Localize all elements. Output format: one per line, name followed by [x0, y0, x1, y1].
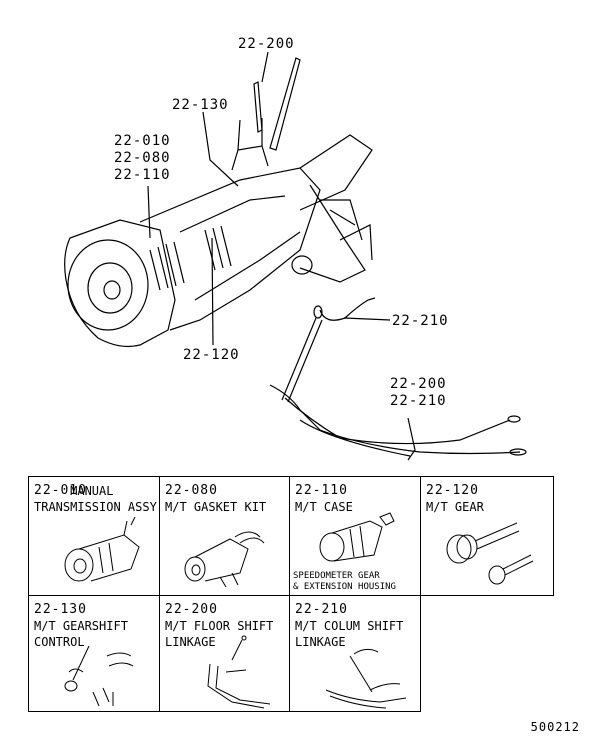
part-group-22-080[interactable]: 22-080 M/T GASKET KIT [159, 476, 290, 596]
callout-22-080: 22-080 [114, 150, 171, 166]
part-group-22-110[interactable]: 22-110 M/T CASE SPEEDOMETER GEAR & EXTEN… [289, 476, 421, 596]
part-group-index: 22-010 MANUAL TRANSMISSION ASSY 22-080 M… [28, 476, 554, 712]
group-code: 22-210 [295, 602, 348, 617]
group-name: MANUAL TRANSMISSION ASSY [34, 484, 157, 514]
part-group-22-120[interactable]: 22-120 M/T GEAR [420, 476, 554, 596]
group-code: 22-200 [165, 602, 218, 617]
transmission-illustration [64, 51, 527, 461]
group-name: M/T COLUM SHIFT LINKAGE [295, 619, 404, 649]
part-group-22-200[interactable]: 22-200 M/T FLOOR SHIFT LINKAGE [159, 595, 290, 712]
group-code: 22-130 [34, 602, 87, 617]
group-name: M/T GEARSHIFT CONTROL [34, 619, 128, 649]
group-code: 22-110 [295, 483, 348, 498]
callout-22-120: 22-120 [183, 347, 240, 363]
callout-22-210-lower: 22-210 [390, 393, 447, 409]
callout-22-010: 22-010 [114, 133, 171, 149]
group-name: M/T FLOOR SHIFT LINKAGE [165, 619, 274, 649]
gear-thumb [446, 522, 534, 585]
case-thumb [319, 512, 395, 562]
gearshift-control-thumb [64, 645, 134, 707]
group-name: M/T GEAR [426, 500, 484, 514]
callout-22-200-top: 22-200 [238, 36, 295, 52]
part-group-22-130[interactable]: 22-130 M/T GEARSHIFT CONTROL [28, 595, 160, 712]
drawing-code: 500212 [530, 720, 580, 734]
group-code: 22-080 [165, 483, 218, 498]
part-group-22-010[interactable]: 22-010 MANUAL TRANSMISSION ASSY [28, 476, 160, 596]
floor-shift-linkage-thumb [207, 635, 271, 709]
callout-22-210-right: 22-210 [392, 313, 449, 329]
group-code: 22-010 [34, 483, 87, 498]
group-name: M/T CASE [295, 500, 353, 514]
group-code: 22-120 [426, 483, 479, 498]
column-shift-linkage-thumb [325, 648, 407, 709]
callout-22-200-right: 22-200 [390, 376, 447, 392]
callout-22-130: 22-130 [172, 97, 229, 113]
gasket-kit-thumb [184, 531, 265, 588]
group-note: SPEEDOMETER GEAR & EXTENSION HOUSING [293, 571, 396, 592]
group-name: M/T GASKET KIT [165, 500, 267, 514]
manual-transmission-thumb [64, 516, 140, 582]
part-group-22-210[interactable]: 22-210 M/T COLUM SHIFT LINKAGE [289, 595, 421, 712]
callout-22-110: 22-110 [114, 167, 171, 183]
